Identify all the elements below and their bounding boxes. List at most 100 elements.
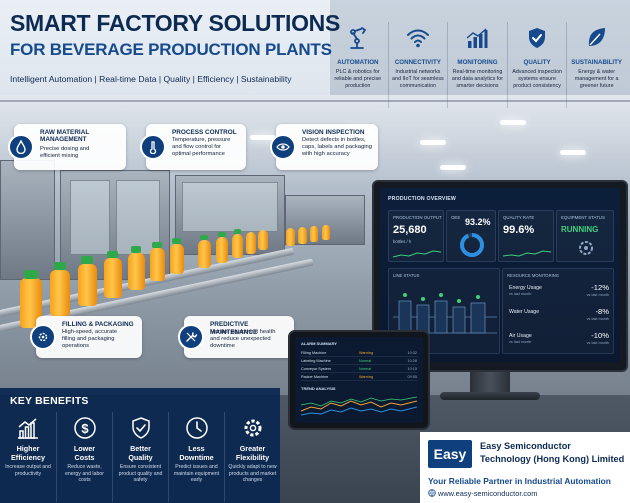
benefit-title: Quality bbox=[128, 452, 153, 462]
bottle-cap bbox=[172, 238, 181, 244]
alarm-row: Labeling Machine Normal 10:28 bbox=[301, 358, 417, 365]
juice-bottle bbox=[232, 234, 243, 258]
juice-bottle bbox=[246, 232, 256, 254]
benefit-desc: Reduce waste, energy and labor costs bbox=[65, 464, 104, 483]
bottle-cap bbox=[131, 246, 141, 253]
ceiling-lamp bbox=[250, 135, 276, 140]
alarm-time: 10:15 bbox=[407, 367, 417, 371]
juice-bottle bbox=[20, 278, 42, 328]
callout-desc: efficient mixing bbox=[40, 153, 79, 159]
juice-bottle bbox=[258, 230, 268, 250]
resource-sub: vs last month bbox=[586, 293, 609, 297]
dashboard-title: PRODUCTION OVERVIEW bbox=[388, 196, 456, 202]
company-logo: Easy bbox=[428, 440, 472, 468]
ceiling-lamp bbox=[420, 140, 446, 145]
gauge-fill bbox=[460, 233, 484, 257]
callout-desc: operations bbox=[62, 343, 90, 349]
panel-label: RESOURCE MONITORING bbox=[507, 273, 560, 278]
resource-row-water: Water Usage -8% vs last month bbox=[509, 307, 617, 327]
juice-bottle bbox=[50, 270, 70, 316]
benefit-desc: Quickly adapt to new products and market… bbox=[228, 464, 277, 483]
feature-desc: Industrial networks and IIoT for seamles… bbox=[392, 69, 444, 89]
tank-machine bbox=[0, 160, 55, 280]
panel-label: LINE STATUS bbox=[393, 273, 420, 278]
ceiling-lamp bbox=[500, 120, 526, 125]
callout-desc: downtime bbox=[210, 343, 235, 349]
ceiling-lamp bbox=[560, 150, 586, 155]
feature-desc: PLC & robotics for reliable and precise … bbox=[334, 69, 382, 89]
ceiling-truss bbox=[0, 100, 630, 102]
alarm-row: Filling Machine Warning 10:32 bbox=[301, 350, 417, 357]
website-link[interactable]: www.easy-semiconductor.com bbox=[428, 489, 537, 498]
juice-bottle bbox=[78, 264, 97, 306]
dashboard-screen: PRODUCTION OVERVIEW PRODUCTION OUTPUT 25… bbox=[380, 188, 620, 362]
growth-chart-icon bbox=[18, 418, 38, 439]
benefit-title: Less bbox=[188, 444, 205, 453]
line-diagram bbox=[393, 293, 497, 334]
alarm-status: Warning bbox=[359, 375, 373, 379]
benefit-title: Greater bbox=[239, 444, 266, 453]
resource-value: -8% bbox=[595, 307, 609, 316]
gear-icon bbox=[579, 241, 593, 255]
feature-title: QUALITY bbox=[523, 59, 551, 66]
callout-desc: Temperature, pressure bbox=[172, 137, 231, 143]
callout-process-control: PROCESS CONTROL Temperature, pressure an… bbox=[140, 124, 246, 170]
resource-sub: vs last month bbox=[586, 341, 609, 345]
key-benefits-title: KEY BENEFITS bbox=[10, 395, 89, 407]
feature-title: SUSTAINABILITY bbox=[571, 59, 623, 66]
resource-name: Energy Usage bbox=[509, 285, 542, 291]
kpi-value: 93.2% bbox=[465, 217, 491, 227]
bottle-cap bbox=[218, 232, 226, 237]
alarm-time: 09:55 bbox=[407, 375, 417, 379]
svg-text:$: $ bbox=[81, 421, 89, 436]
alarm-name: Conveyor System bbox=[301, 367, 331, 371]
gear-icon bbox=[244, 419, 261, 437]
feature-automation: AUTOMATION PLC & robotics for reliable a… bbox=[328, 22, 388, 108]
kpi-label: PRODUCTION OUTPUT bbox=[393, 215, 442, 220]
kpi-unit: bottles / h bbox=[393, 239, 412, 244]
company-slogan: Your Reliable Partner in Industrial Auto… bbox=[428, 476, 611, 486]
robot-arm-icon bbox=[349, 27, 367, 49]
juice-bottle bbox=[286, 228, 295, 246]
callout-desc: Monitor equipment health bbox=[210, 329, 276, 335]
callout-desc: Precise dosing and bbox=[40, 146, 90, 152]
benefit-desc: Predict issues and maintain equipment ea… bbox=[173, 464, 220, 483]
feature-title: MONITORING bbox=[457, 59, 498, 66]
dollar-icon: $ bbox=[73, 417, 96, 439]
feature-title: AUTOMATION bbox=[337, 59, 379, 66]
benefit-desc: Increase output and productivity bbox=[5, 464, 51, 477]
kpi-label: EQUIPMENT STATUS bbox=[561, 215, 605, 220]
resource-name: Air Usage bbox=[509, 333, 532, 339]
feature-title: CONNECTIVITY bbox=[394, 59, 441, 66]
wifi-icon bbox=[406, 29, 429, 48]
callout-desc: and flow control for bbox=[172, 144, 221, 150]
shield-check-icon bbox=[131, 417, 150, 439]
website-text: www.easy-semiconductor.com bbox=[438, 489, 538, 498]
kpi-oee: OEE 93.2% bbox=[446, 210, 496, 262]
sparkline bbox=[393, 250, 441, 258]
callout-desc: filling and packaging bbox=[62, 336, 115, 342]
callout-predictive-maintenance: PREDICTIVE MAINTENANCE Monitor equipment… bbox=[178, 316, 294, 358]
juice-bottle bbox=[310, 226, 318, 242]
benefit-title: Downtime bbox=[179, 452, 214, 462]
alarm-status: Warning bbox=[359, 351, 373, 355]
monitor-base bbox=[440, 392, 540, 400]
header: SMART FACTORY SOLUTIONS FOR BEVERAGE PRO… bbox=[0, 0, 340, 96]
line-status-panel: LINE STATUS bbox=[388, 268, 500, 354]
juice-bottle bbox=[150, 248, 165, 281]
callout-title: MANAGEMENT bbox=[40, 136, 87, 143]
feature-quality: QUALITY Advanced inspection systems ensu… bbox=[506, 22, 567, 108]
kpi-value: 25,680 bbox=[393, 224, 427, 236]
shield-check-icon bbox=[529, 28, 546, 48]
juice-bottle bbox=[170, 244, 184, 274]
callout-title: PREDICTIVE MAINTENANCE bbox=[210, 321, 258, 336]
bottle-cap bbox=[24, 270, 38, 279]
wrench-icon bbox=[178, 324, 204, 350]
thermometer-icon bbox=[140, 134, 166, 160]
benefit-title: Costs bbox=[74, 452, 95, 462]
